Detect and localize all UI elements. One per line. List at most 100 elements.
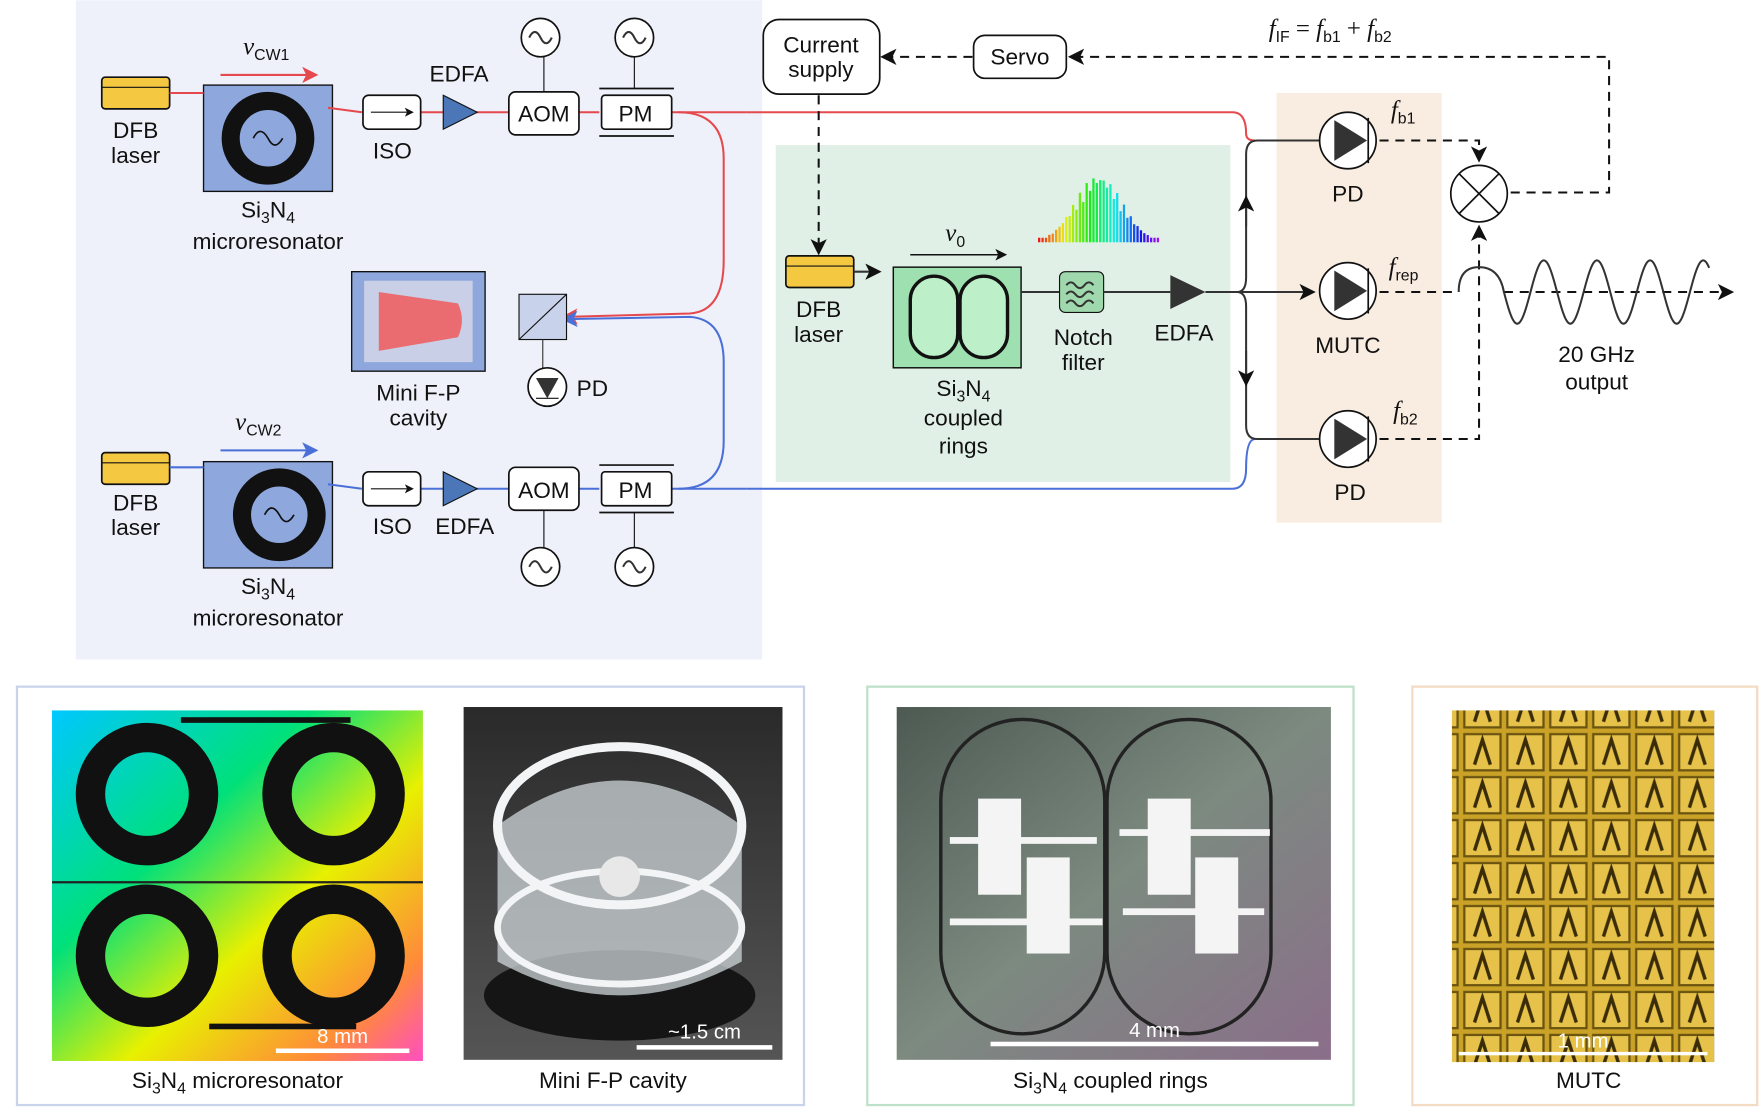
- svg-text:DFB: DFB: [113, 490, 158, 515]
- pm-2: PM: [599, 464, 674, 587]
- frep-label: frep: [1389, 254, 1419, 285]
- svg-text:EDFA: EDFA: [435, 514, 495, 539]
- spectrum-line: [1129, 216, 1132, 243]
- spectrum-line: [1153, 237, 1156, 243]
- fb1-label: fb1: [1391, 97, 1416, 128]
- mutc-icon: [1318, 261, 1377, 321]
- output-label: output: [1565, 369, 1629, 394]
- svg-text:filter: filter: [1062, 350, 1105, 375]
- svg-text:PM: PM: [619, 101, 653, 126]
- caption-mutc: MUTC: [1556, 1068, 1621, 1093]
- photo-frame-orange: [1411, 685, 1759, 1107]
- dfb-laser-comb: DFB laser: [785, 254, 855, 347]
- svg-text:ISO: ISO: [373, 139, 412, 164]
- laser-label: DFB: [113, 118, 158, 143]
- spectrum-line: [1065, 216, 1068, 243]
- spectrum-line: [1119, 211, 1122, 243]
- mutc-label: MUTC: [1315, 333, 1380, 358]
- rf-output-wave: [1457, 259, 1711, 325]
- mixer: [1449, 164, 1509, 223]
- caption-coupled-rings: Si3N4 coupled rings: [1013, 1068, 1208, 1098]
- pd-bottom-label: PD: [1334, 480, 1365, 505]
- caption-cavity: Mini F-P cavity: [539, 1068, 688, 1093]
- svg-text:1 mm: 1 mm: [1558, 1030, 1609, 1052]
- svg-text:PM: PM: [619, 478, 653, 503]
- spectrum-line: [1116, 192, 1119, 243]
- laser-icon: [100, 451, 171, 486]
- mini-fp-cavity: Mini F-P cavity: [350, 270, 486, 430]
- photo-frame-blue: [15, 685, 806, 1107]
- dfb-laser-2: DFB laser: [100, 451, 171, 540]
- svg-text:EDFA: EDFA: [430, 62, 490, 87]
- spectrum-line: [1143, 233, 1146, 243]
- spectrum-line: [1146, 235, 1149, 243]
- microresonator-2: Si3N4 microresonator: [193, 460, 344, 631]
- caption-microresonator: Si3N4 microresonator: [132, 1068, 344, 1098]
- spectrum-line: [1075, 209, 1078, 243]
- spectrum-line: [1058, 226, 1061, 243]
- svg-text:coupled: coupled: [924, 405, 1003, 430]
- laser-icon: [100, 76, 171, 110]
- photo-cavity: ~1.5 cm: [463, 707, 783, 1060]
- output-label: 20 GHz: [1558, 342, 1635, 367]
- svg-text:microresonator: microresonator: [193, 229, 344, 254]
- spectrum-line: [1041, 237, 1044, 243]
- nu-cw1-label: νCW1: [243, 34, 289, 65]
- svg-text:laser: laser: [111, 515, 160, 540]
- edfa-2: EDFA: [435, 470, 495, 539]
- svg-text:Current: Current: [783, 32, 859, 57]
- svg-text:Servo: Servo: [990, 45, 1049, 70]
- svg-text:DFB: DFB: [796, 297, 841, 322]
- svg-text:~1.5 cm: ~1.5 cm: [668, 1021, 741, 1043]
- spectrum-line: [1048, 234, 1051, 243]
- comb-spectrum: [1038, 178, 1160, 243]
- edfa-1: EDFA: [430, 62, 490, 131]
- spectrum-line: [1102, 180, 1105, 243]
- svg-text:Si3N4: Si3N4: [241, 574, 295, 604]
- svg-text:supply: supply: [788, 57, 854, 82]
- spectrum-line: [1061, 223, 1065, 243]
- spectrum-line: [1109, 184, 1112, 243]
- svg-text:EDFA: EDFA: [1154, 321, 1214, 346]
- photo-microresonator: 8 mm: [52, 710, 423, 1061]
- pd-top-icon: [1318, 111, 1377, 170]
- svg-text:AOM: AOM: [518, 101, 570, 126]
- pd-bottom-icon: [1318, 409, 1377, 469]
- aom-2: AOM: [507, 466, 580, 587]
- spectrum-line: [1088, 190, 1092, 243]
- spectrum-line: [1051, 233, 1054, 243]
- svg-text:Notch: Notch: [1054, 325, 1113, 350]
- spectrum-line: [1044, 237, 1048, 243]
- spectrum-line: [1156, 237, 1160, 243]
- svg-text:microresonator: microresonator: [193, 606, 344, 631]
- photo-mutc: 1 mm: [1451, 710, 1715, 1063]
- aom-1: AOM: [507, 17, 580, 136]
- iso-2: ISO: [362, 470, 422, 539]
- spectrum-line: [1122, 204, 1126, 243]
- svg-text:rings: rings: [939, 434, 988, 459]
- svg-text:AOM: AOM: [518, 478, 570, 503]
- svg-text:cavity: cavity: [389, 405, 447, 430]
- svg-text:Mini F-P: Mini F-P: [376, 381, 460, 406]
- svg-text:8 mm: 8 mm: [317, 1026, 368, 1048]
- photo-frame-green: [866, 685, 1355, 1107]
- spectrum-line: [1105, 187, 1109, 243]
- spectrum-line: [1126, 217, 1129, 243]
- spectrum-line: [1139, 230, 1143, 243]
- svg-text:PD: PD: [577, 376, 608, 401]
- spectrum-line: [1099, 180, 1102, 243]
- spectrum-line: [1136, 226, 1139, 243]
- servo-box: Servo: [972, 34, 1068, 80]
- spectrum-line: [1092, 178, 1095, 243]
- edfa-comb: EDFA: [1154, 275, 1214, 346]
- pm-1: PM: [599, 17, 674, 137]
- pd-top-label: PD: [1332, 182, 1363, 207]
- nu0-label: ν0: [945, 220, 965, 251]
- svg-text:ISO: ISO: [373, 514, 412, 539]
- spectrum-line: [1149, 237, 1153, 243]
- nu-cw2-label: νCW2: [235, 409, 281, 440]
- iso-1: ISO: [362, 94, 422, 164]
- spectrum-line: [1071, 204, 1075, 243]
